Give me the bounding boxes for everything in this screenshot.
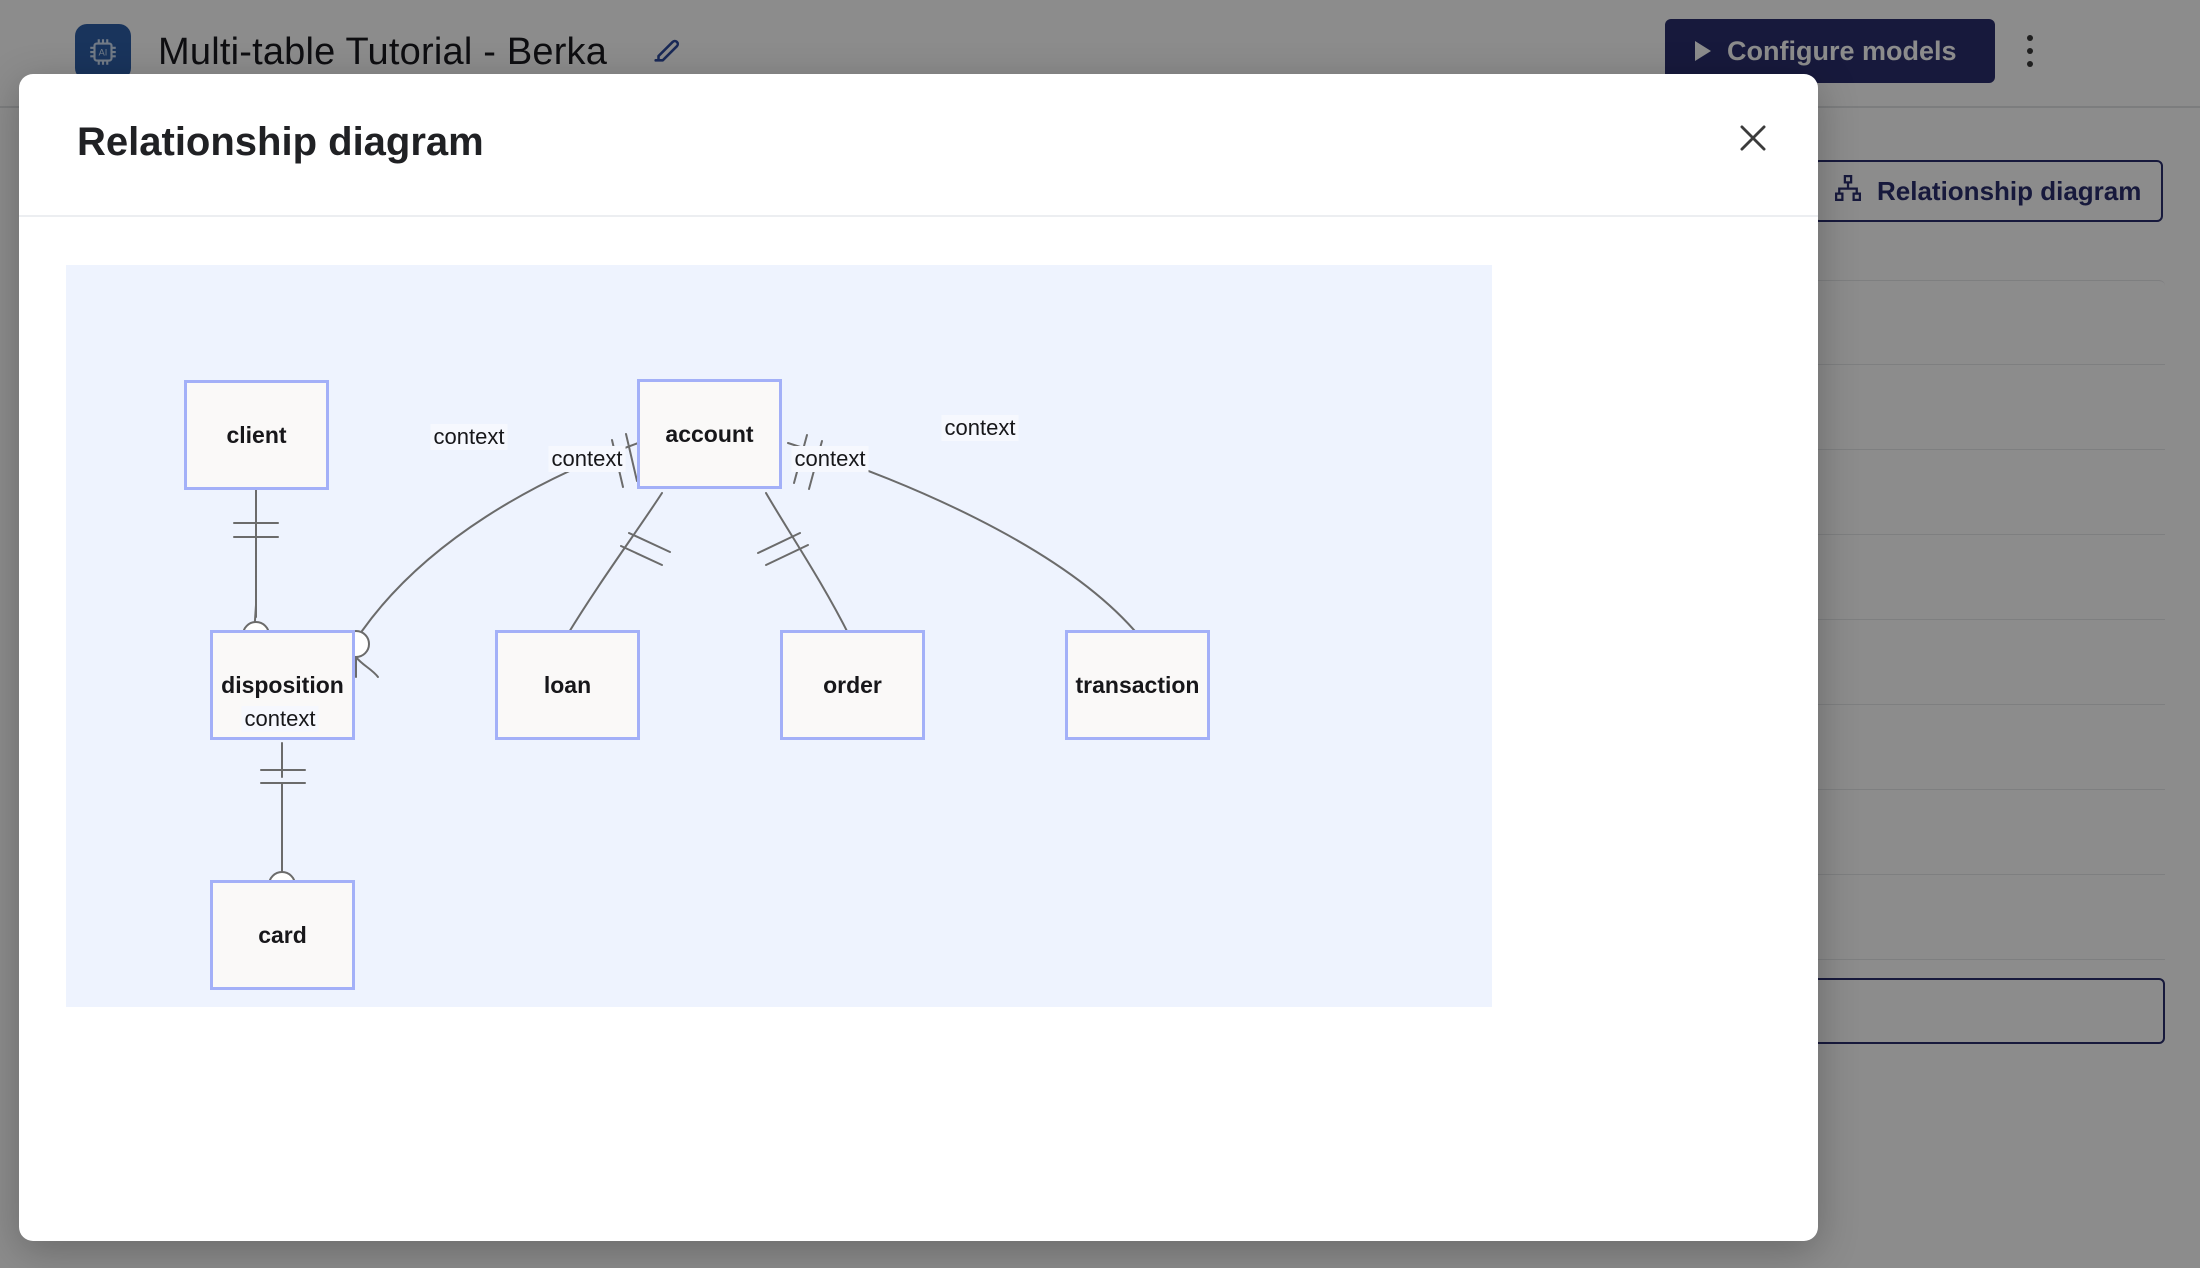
- entity-label: card: [258, 921, 307, 948]
- hierarchy-icon: [1833, 173, 1863, 210]
- modal-header: Relationship diagram: [19, 74, 1818, 215]
- close-icon[interactable]: [1729, 114, 1777, 162]
- entity-order[interactable]: order: [780, 630, 925, 740]
- entity-label: disposition: [221, 671, 344, 698]
- entity-transaction[interactable]: transaction: [1065, 630, 1210, 740]
- more-vertical-icon[interactable]: [2010, 22, 2050, 80]
- erd-canvas[interactable]: client account disposition loan order tr…: [66, 265, 1492, 1007]
- relationship-diagram-button[interactable]: Relationship diagram: [1813, 160, 2163, 222]
- entity-label: order: [823, 671, 882, 698]
- edge-label-context: context: [791, 446, 869, 472]
- entity-disposition[interactable]: disposition: [210, 630, 355, 740]
- configure-models-button[interactable]: Configure models: [1665, 19, 1995, 83]
- edge-label-context: context: [548, 446, 626, 472]
- modal-title: Relationship diagram: [77, 120, 484, 164]
- ai-chip-icon: AI: [75, 24, 131, 80]
- play-icon: [1695, 41, 1711, 61]
- edit-pencil-icon[interactable]: [650, 32, 684, 66]
- entity-label: account: [665, 420, 754, 447]
- modal-divider: [19, 215, 1818, 217]
- svg-text:AI: AI: [99, 48, 108, 58]
- entity-client[interactable]: client: [184, 380, 329, 490]
- page-title: Multi-table Tutorial - Berka: [158, 31, 608, 73]
- edge-label-context: context: [941, 415, 1019, 441]
- entity-card[interactable]: card: [210, 880, 355, 990]
- entity-label: loan: [543, 671, 592, 698]
- relationship-diagram-label: Relationship diagram: [1877, 175, 2142, 206]
- entity-label: client: [226, 421, 287, 448]
- entity-loan[interactable]: loan: [495, 630, 640, 740]
- relationship-diagram-modal: Relationship diagram: [19, 74, 1818, 1241]
- edge-label-context: context: [430, 424, 508, 450]
- edge-label-context: context: [241, 706, 319, 732]
- entity-account[interactable]: account: [637, 379, 782, 489]
- configure-models-label: Configure models: [1727, 35, 1957, 66]
- entity-label: transaction: [1075, 671, 1200, 698]
